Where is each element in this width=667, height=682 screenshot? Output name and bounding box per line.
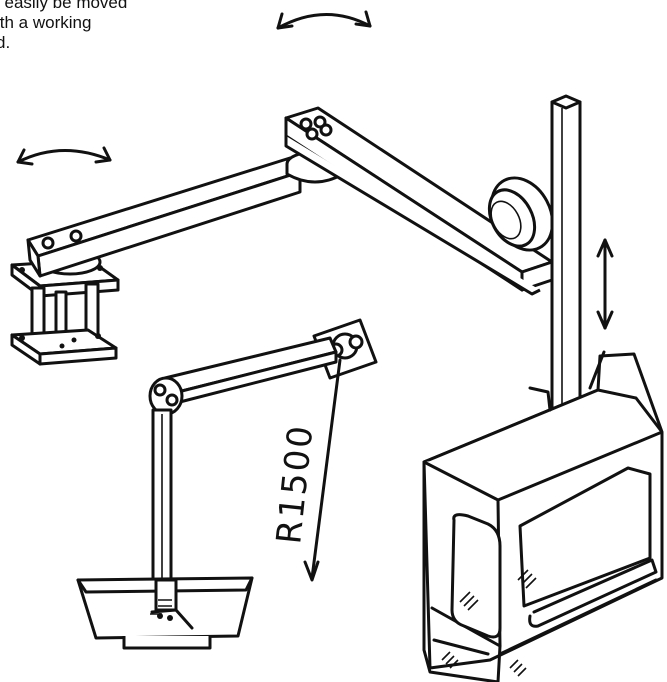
caption-line-1: l easily be moved (0, 0, 128, 12)
vertical-movement-arrow-icon (596, 238, 614, 330)
second-arm (284, 106, 554, 296)
caption-line-2: ith a working (0, 13, 92, 32)
tray-basin (76, 576, 254, 650)
caption-text: l easily be moved ith a working d. (0, 0, 200, 53)
caption-line-3: d. (0, 33, 11, 52)
pulley-wheel (487, 176, 554, 252)
reach-arm (148, 318, 378, 582)
first-arm (26, 156, 302, 278)
machine-housing (422, 350, 664, 682)
radius-label: R1500 (269, 422, 321, 546)
vertical-column (546, 94, 586, 466)
left-rotation-arrow-icon (16, 146, 112, 166)
top-rotation-arrow-icon (276, 10, 372, 30)
wall-mount-bracket (10, 258, 120, 366)
hatch-marks (441, 569, 537, 677)
